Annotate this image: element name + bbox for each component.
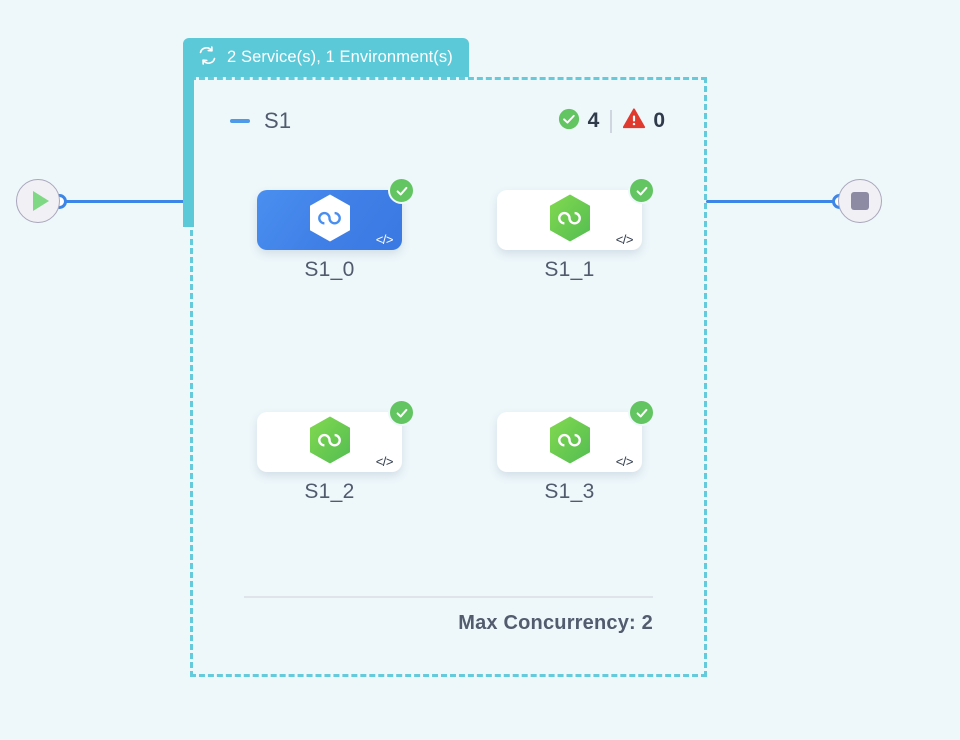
service-node-label: S1_0 [304,258,355,281]
success-count: 4 [587,109,600,132]
max-concurrency-label: Max Concurrency: 2 [458,612,653,634]
code-icon[interactable]: </> [615,232,634,247]
service-node-card[interactable]: </> [497,190,642,250]
check-circle-icon [388,177,415,204]
service-node[interactable]: </> S1_0 [257,177,415,281]
service-node-card[interactable]: </> [257,412,402,472]
check-circle-icon [388,399,415,426]
status-divider [610,109,613,133]
group-tab-label: 2 Service(s), 1 Environment(s) [227,48,453,66]
warning-triangle-icon [623,108,646,134]
group-footer-divider [244,596,653,598]
service-node-card[interactable]: </> [257,190,402,250]
code-icon[interactable]: </> [375,232,394,247]
warning-count: 0 [653,109,665,132]
status-warning: 0 [623,108,665,134]
status-success: 4 [558,108,600,135]
service-node[interactable]: </> S1_3 [497,399,655,503]
hexagon-infinity-icon [307,415,353,470]
group-title: S1 [264,108,292,133]
group-status-summary: 4 0 [558,108,665,135]
service-node-label: S1_1 [544,258,595,281]
minus-icon[interactable] [230,119,250,123]
stop-icon [851,192,869,210]
play-icon [32,191,49,211]
group-tab-strip [183,70,194,227]
check-circle-icon [628,399,655,426]
service-node-label: S1_3 [544,480,595,503]
hexagon-infinity-icon [547,193,593,248]
group-title-wrap[interactable]: S1 [230,108,291,134]
group-header-tab[interactable]: 2 Service(s), 1 Environment(s) [183,38,469,77]
check-circle-icon [558,108,580,135]
service-node-card[interactable]: </> [497,412,642,472]
code-icon[interactable]: </> [615,454,634,469]
edge-start-to-group [62,200,192,203]
end-node[interactable] [838,179,882,223]
code-icon[interactable]: </> [375,454,394,469]
group-container[interactable] [190,77,707,677]
hexagon-infinity-icon [547,415,593,470]
check-circle-icon [628,177,655,204]
start-node[interactable] [16,179,60,223]
service-node-label: S1_2 [304,480,355,503]
edge-group-to-end [706,200,841,203]
cycle-icon [197,45,218,71]
service-node[interactable]: </> S1_2 [257,399,415,503]
service-node[interactable]: </> S1_1 [497,177,655,281]
group-header-row: S1 4 [230,105,665,137]
hexagon-infinity-icon [307,193,353,248]
